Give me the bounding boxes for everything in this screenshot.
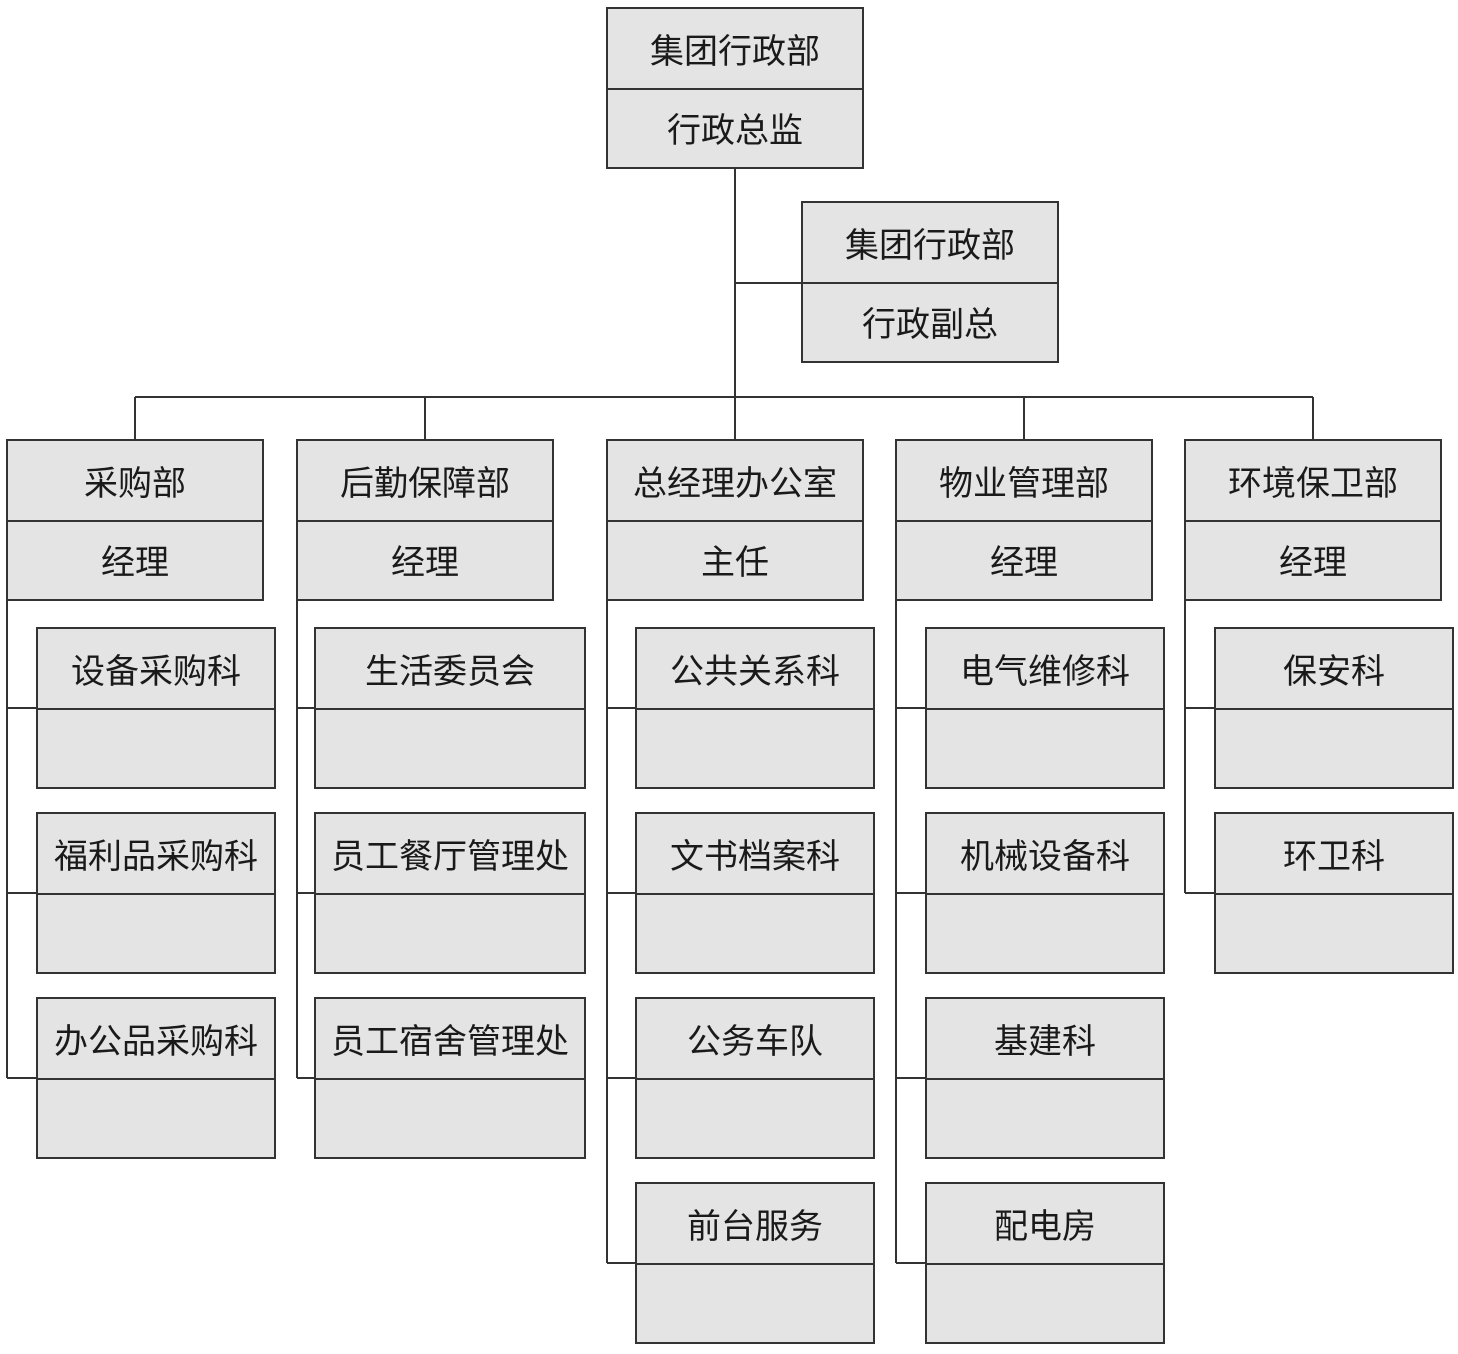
department-box-logistics: 后勤保障部 经理 xyxy=(296,439,554,601)
section-name: 福利品采购科 xyxy=(38,814,274,895)
section-role xyxy=(927,708,1163,787)
section-role xyxy=(1216,708,1452,787)
deputy-dept-label: 集团行政部 xyxy=(803,203,1057,284)
section-role xyxy=(38,1078,274,1157)
department-role: 经理 xyxy=(990,543,1058,583)
department-name: 后勤保障部 xyxy=(298,441,552,522)
section-box: 员工餐厅管理处 xyxy=(314,812,586,974)
deputy-role-label: 行政副总 xyxy=(862,305,998,345)
section-box: 基建科 xyxy=(925,997,1165,1159)
section-role xyxy=(637,1078,873,1157)
section-name: 员工餐厅管理处 xyxy=(316,814,584,895)
section-role xyxy=(316,1078,584,1157)
section-role xyxy=(38,708,274,787)
section-name: 生活委员会 xyxy=(316,629,584,710)
section-role xyxy=(927,1078,1163,1157)
department-name: 采购部 xyxy=(8,441,262,522)
section-role xyxy=(637,1263,873,1342)
section-name: 公务车队 xyxy=(637,999,873,1080)
department-role: 经理 xyxy=(391,543,459,583)
section-name: 环卫科 xyxy=(1216,814,1452,895)
department-box-purchasing: 采购部 经理 xyxy=(6,439,264,601)
root-role-label: 行政总监 xyxy=(667,111,803,151)
section-name: 机械设备科 xyxy=(927,814,1163,895)
section-role xyxy=(1216,893,1452,972)
section-box: 公务车队 xyxy=(635,997,875,1159)
section-role xyxy=(637,893,873,972)
department-role: 经理 xyxy=(1279,543,1347,583)
section-name: 保安科 xyxy=(1216,629,1452,710)
section-name: 员工宿舍管理处 xyxy=(316,999,584,1080)
department-role: 经理 xyxy=(101,543,169,583)
department-box-security: 环境保卫部 经理 xyxy=(1184,439,1442,601)
deputy-node-box: 集团行政部 行政副总 xyxy=(801,201,1059,363)
section-box: 电气维修科 xyxy=(925,627,1165,789)
section-box: 公共关系科 xyxy=(635,627,875,789)
section-box: 保安科 xyxy=(1214,627,1454,789)
section-name: 基建科 xyxy=(927,999,1163,1080)
section-role xyxy=(927,893,1163,972)
section-box: 配电房 xyxy=(925,1182,1165,1344)
section-role xyxy=(316,708,584,787)
section-role xyxy=(637,708,873,787)
section-role xyxy=(927,1263,1163,1342)
department-name: 总经理办公室 xyxy=(608,441,862,522)
section-name: 办公品采购科 xyxy=(38,999,274,1080)
root-node-box: 集团行政部 行政总监 xyxy=(606,7,864,169)
section-role xyxy=(38,893,274,972)
department-name: 物业管理部 xyxy=(897,441,1151,522)
section-role xyxy=(316,893,584,972)
section-name: 公共关系科 xyxy=(637,629,873,710)
department-role: 主任 xyxy=(701,543,769,583)
department-box-property: 物业管理部 经理 xyxy=(895,439,1153,601)
root-dept-label: 集团行政部 xyxy=(608,9,862,90)
section-name: 电气维修科 xyxy=(927,629,1163,710)
section-name: 设备采购科 xyxy=(38,629,274,710)
section-box: 员工宿舍管理处 xyxy=(314,997,586,1159)
section-box: 办公品采购科 xyxy=(36,997,276,1159)
section-box: 文书档案科 xyxy=(635,812,875,974)
department-box-gm-office: 总经理办公室 主任 xyxy=(606,439,864,601)
section-box: 环卫科 xyxy=(1214,812,1454,974)
section-box: 机械设备科 xyxy=(925,812,1165,974)
section-box: 福利品采购科 xyxy=(36,812,276,974)
section-box: 生活委员会 xyxy=(314,627,586,789)
section-name: 配电房 xyxy=(927,1184,1163,1265)
department-name: 环境保卫部 xyxy=(1186,441,1440,522)
section-name: 前台服务 xyxy=(637,1184,873,1265)
section-box: 设备采购科 xyxy=(36,627,276,789)
section-box: 前台服务 xyxy=(635,1182,875,1344)
section-name: 文书档案科 xyxy=(637,814,873,895)
